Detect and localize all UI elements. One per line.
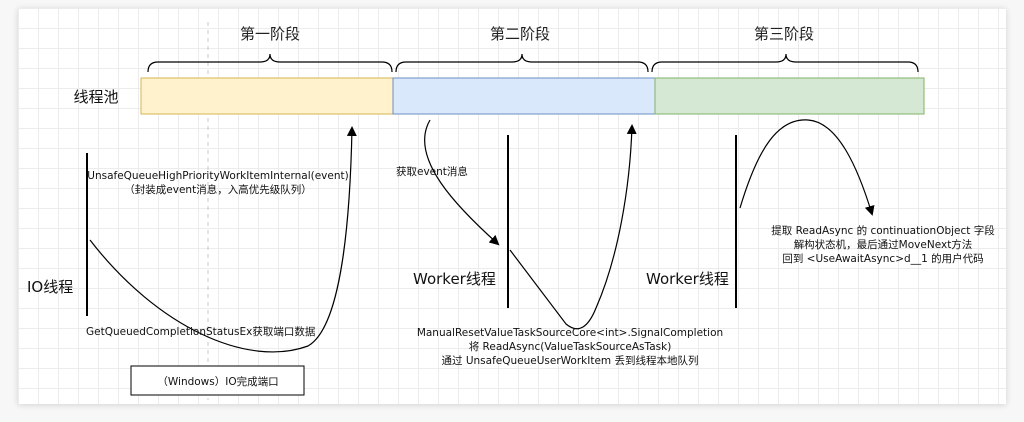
fetch-event-arrow — [424, 119, 500, 246]
signal-note-line2: 将 ReadAsync(ValueTaskSourceAsTask) — [469, 341, 672, 353]
unsafe-queue-note-line1: UnsafeQueueHighPriorityWorkItemInternal(… — [87, 170, 348, 182]
read-note-line1: 提取 ReadAsync 的 continuationObject 字段 — [771, 224, 995, 237]
io-thread-label: IO线程 — [27, 278, 73, 296]
get-queued-note: GetQueuedCompletionStatusEx获取端口数据 — [86, 325, 316, 338]
unsafe-queue-note-line2: （封装成event消息，入高优先级队列） — [124, 183, 311, 196]
stage-3-brace — [651, 53, 919, 73]
io-to-threadpool-arrow — [89, 126, 357, 353]
thread-pool-label: 线程池 — [73, 88, 118, 106]
stage-3-title: 第三阶段 — [754, 25, 814, 43]
stage-3-bar — [654, 77, 925, 115]
continuation-arrow — [739, 119, 875, 216]
stage-1-brace — [147, 53, 393, 73]
read-note-line2: 解构状态机，最后通过MoveNext方法 — [794, 238, 973, 251]
signal-note-line1: ManualResetValueTaskSourceCore<int>.Sign… — [417, 327, 723, 339]
signal-completion-arrow — [509, 124, 637, 330]
stage-2-bar — [392, 77, 656, 115]
stage-1-title: 第一阶段 — [240, 25, 300, 43]
stage-2-title: 第二阶段 — [490, 25, 550, 43]
stage-2-brace — [395, 53, 649, 73]
iocp-box-label: （Windows）IO完成端口 — [157, 375, 278, 388]
stage-1-bar — [140, 77, 394, 115]
worker-thread-1-label: Worker线程 — [413, 270, 496, 288]
fetch-event-note: 获取event消息 — [396, 165, 468, 178]
worker-thread-2-label: Worker线程 — [646, 270, 729, 288]
async-io-flow-diagram: 第一阶段 第二阶段 第三阶段 线程池 IO线程 UnsafeQueueHighP… — [27, 22, 995, 400]
diagram-canvas: 第一阶段 第二阶段 第三阶段 线程池 IO线程 UnsafeQueueHighP… — [18, 8, 1006, 404]
iocp-box — [130, 365, 305, 396]
read-note-line3: 回到 <UseAwaitAsync>d__1 的用户代码 — [782, 252, 983, 265]
signal-note-line3: 通过 UnsafeQueueUserWorkItem 丢到线程本地队列 — [442, 354, 699, 367]
